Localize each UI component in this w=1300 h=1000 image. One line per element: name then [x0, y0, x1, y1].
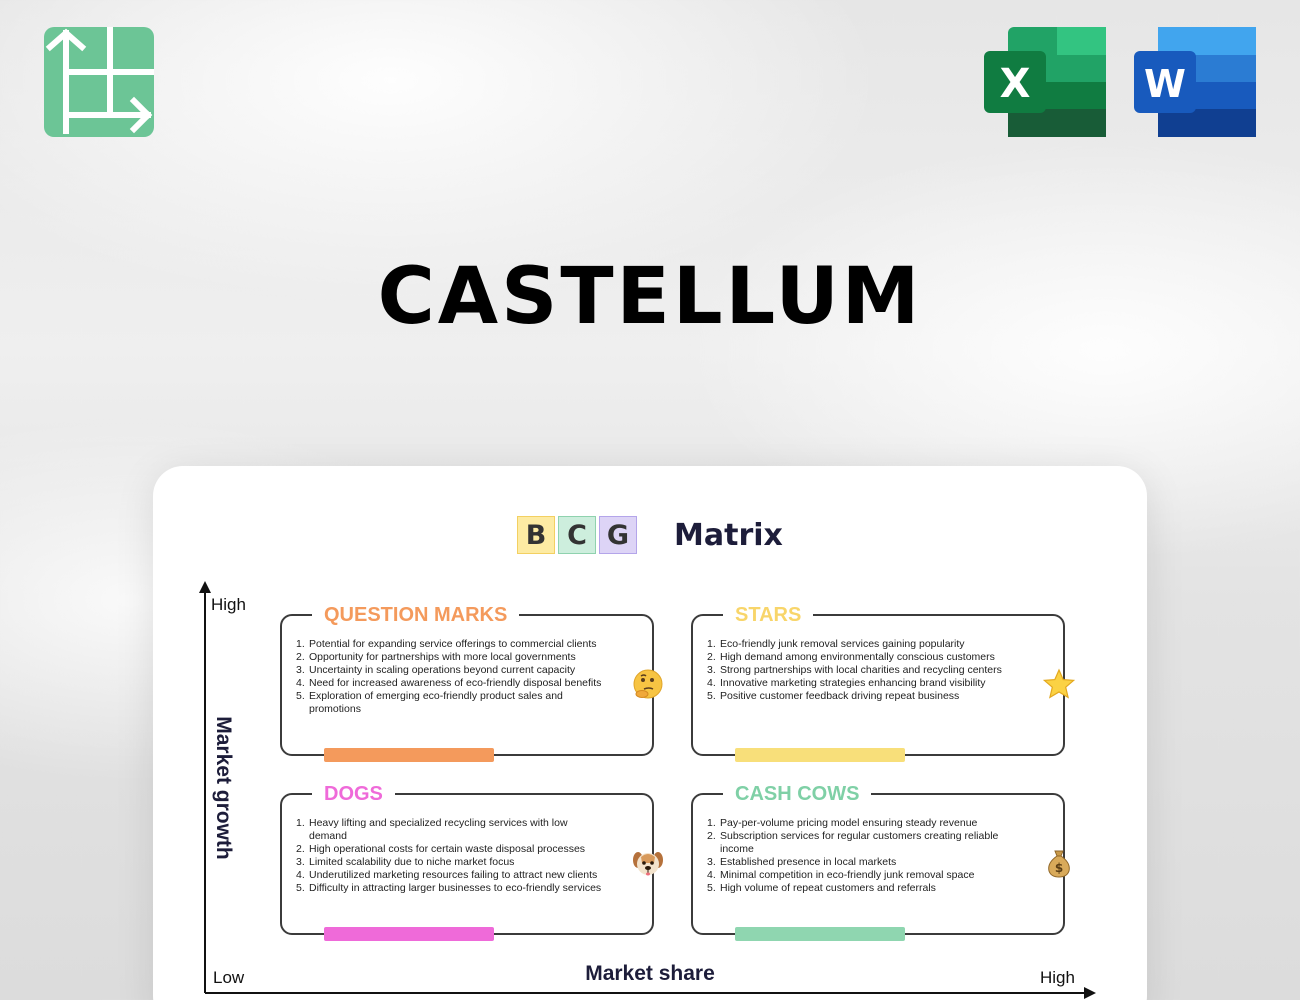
list-item: 1.Eco-friendly junk removal services gai… [707, 638, 965, 650]
quadrant-question-marks: QUESTION MARKS 1.Potential for expanding… [280, 602, 663, 762]
star-icon [1043, 668, 1075, 699]
list-item: 5.High volume of repeat customers and re… [707, 882, 936, 894]
quadrant-list: 1.Pay-per-volume pricing model ensuring … [707, 817, 1013, 895]
quadrant-accent-bar [324, 927, 494, 941]
quadrant-dogs: DOGS 1.Heavy lifting and specialized rec… [280, 781, 663, 941]
quadrant-title: STARS [723, 602, 814, 628]
list-item: 5.Difficulty in attracting larger busine… [296, 882, 602, 894]
quadrant-cash-cows: CASH COWS 1.Pay-per-volume pricing model… [691, 781, 1070, 941]
matrix-header: B C G Matrix [517, 515, 783, 555]
list-item: 1.Pay-per-volume pricing model ensuring … [707, 817, 978, 829]
list-item: 3.Uncertainty in scaling operations beyo… [296, 664, 576, 676]
excel-icon: X [984, 27, 1106, 137]
quadrant-accent-bar [735, 748, 905, 762]
x-axis-low-label: Low [213, 968, 245, 987]
word-icon: W [1134, 27, 1256, 137]
thinking-face-icon [633, 669, 663, 699]
quadrant-stars: STARS 1.Eco-friendly junk removal servic… [691, 602, 1075, 762]
list-item: 2.Opportunity for partnerships with more… [296, 651, 576, 663]
letter-b: B [517, 516, 555, 554]
dog-face-icon [633, 852, 663, 876]
quadrant-list: 1.Eco-friendly junk removal services gai… [707, 638, 1013, 703]
quadrant-title: CASH COWS [723, 781, 872, 807]
list-item: 5.Exploration of emerging eco-friendly p… [296, 690, 563, 715]
quadrant-title: QUESTION MARKS [312, 602, 520, 628]
list-item: 1.Heavy lifting and specialized recyclin… [296, 817, 568, 842]
x-axis-label: Market share [585, 962, 715, 985]
bcg-matrix-card [153, 466, 1147, 1000]
quadrant-accent-bar [735, 927, 905, 941]
quadrant-accent-bar [324, 748, 494, 762]
list-item: 1.Potential for expanding service offeri… [296, 638, 597, 650]
money-bag-icon: $ [1048, 850, 1070, 878]
list-item: 4.Minimal competition in eco-friendly ju… [707, 869, 975, 881]
letter-g: G [599, 516, 637, 554]
quadrant-list: 1.Potential for expanding service offeri… [296, 638, 602, 716]
brand-title: CASTELLUM [377, 252, 923, 342]
matrix-title: Matrix [674, 517, 783, 553]
grid-arrows-icon [44, 27, 154, 137]
list-item: 5.Positive customer feedback driving rep… [707, 690, 960, 702]
quadrant-title: DOGS [312, 781, 395, 807]
x-axis-high-label: High [1040, 968, 1075, 987]
list-item: 2.High operational costs for certain was… [296, 843, 586, 855]
letter-c: C [558, 516, 596, 554]
list-item: 4.Underutilized marketing resources fail… [296, 869, 598, 881]
list-item: 4.Need for increased awareness of eco-fr… [296, 677, 602, 689]
list-item: 2.Subscription services for regular cust… [707, 830, 999, 855]
list-item: 3.Established presence in local markets [707, 856, 897, 868]
list-item: 2.High demand among environmentally cons… [707, 651, 995, 663]
list-item: 4.Innovative marketing strategies enhanc… [707, 677, 986, 689]
word-letter: W [1144, 62, 1186, 106]
list-item: 3.Strong partnerships with local chariti… [707, 664, 1002, 676]
list-item: 3.Limited scalability due to niche marke… [296, 856, 515, 868]
excel-letter: X [1000, 61, 1031, 107]
quadrant-list: 1.Heavy lifting and specialized recyclin… [296, 817, 602, 895]
y-axis-high-label: High [211, 595, 246, 614]
svg-text:$: $ [1055, 861, 1063, 875]
y-axis-label: Market growth [212, 716, 235, 860]
